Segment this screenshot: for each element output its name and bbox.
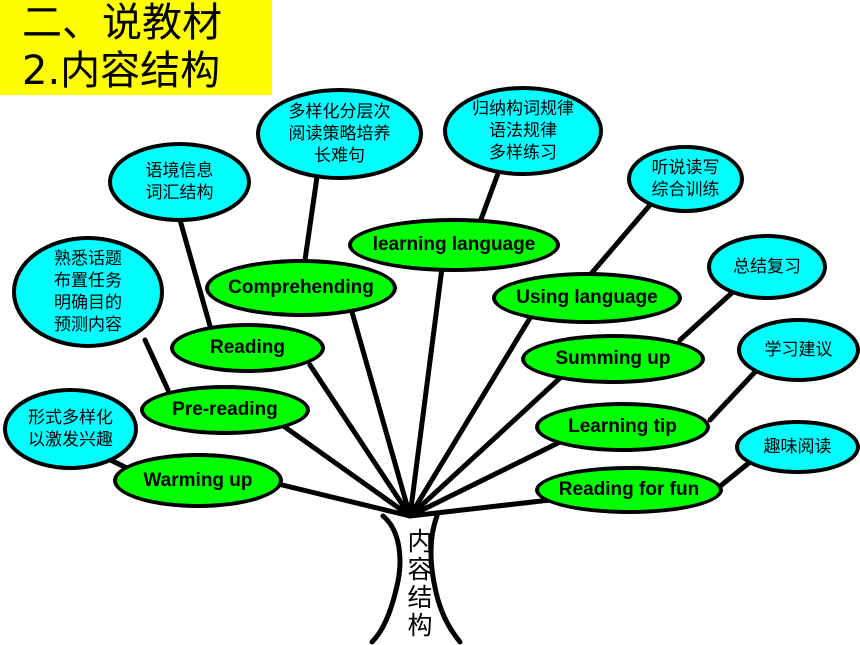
stage-learning-language: learning language xyxy=(348,218,560,272)
branch-using-language xyxy=(407,315,533,519)
link-reading-note xyxy=(177,217,213,329)
branch-comprehending xyxy=(349,309,413,519)
stage-learning-tip: Learning tip xyxy=(535,402,710,452)
trunk-left-edge xyxy=(369,513,403,645)
link-comprehending-note xyxy=(302,167,321,263)
note-using-language: 听说读写 综合训练 xyxy=(627,145,744,213)
note-summing-up: 总结复习 xyxy=(707,234,827,300)
note-pre-reading: 熟悉话题 布置任务 明确目的 预测内容 xyxy=(12,236,164,348)
branch-pre-reading xyxy=(272,417,413,519)
note-learning-tip: 学习建议 xyxy=(737,318,860,382)
link-learning-language-note xyxy=(477,165,503,225)
branch-learning-tip xyxy=(407,439,563,519)
subsection-title: 2.内容结构 xyxy=(22,48,221,94)
note-reading: 语境信息 词汇结构 xyxy=(108,142,251,222)
note-reading-for-fun: 趣味阅读 xyxy=(735,420,860,474)
stage-reading: Reading xyxy=(170,323,325,373)
note-comprehending: 多样化分层次 阅读策略培养 长难句 xyxy=(256,88,423,180)
stage-using-language: Using language xyxy=(492,272,682,324)
stage-warming-up: Warming up xyxy=(113,453,283,508)
stage-summing-up: Summing up xyxy=(521,334,705,384)
section-title: 二、说教材 xyxy=(22,0,222,46)
link-learning-tip-note xyxy=(707,369,758,423)
branch-summing-up xyxy=(407,375,563,519)
branch-learning-language xyxy=(407,265,445,519)
stage-pre-reading: Pre-reading xyxy=(140,385,310,435)
link-pre-reading-note xyxy=(142,337,171,393)
stage-reading-for-fun: Reading for fun xyxy=(535,466,723,514)
branch-reading xyxy=(307,362,413,519)
trunk-right-edge xyxy=(428,513,463,645)
branch-warming-up xyxy=(267,479,413,519)
branch-reading-for-fun xyxy=(407,497,553,519)
link-summing-up-note xyxy=(677,287,738,343)
stage-comprehending: Comprehending xyxy=(205,259,397,317)
note-warming-up: 形式多样化 以激发兴趣 xyxy=(3,388,138,470)
title-banner: 二、说教材 2.内容结构 xyxy=(0,0,272,95)
trunk-label: 内容结构 xyxy=(407,527,433,640)
link-using-language-note xyxy=(587,202,653,278)
note-learning-language: 归纳构词规律 语法规律 多样练习 xyxy=(443,86,603,176)
